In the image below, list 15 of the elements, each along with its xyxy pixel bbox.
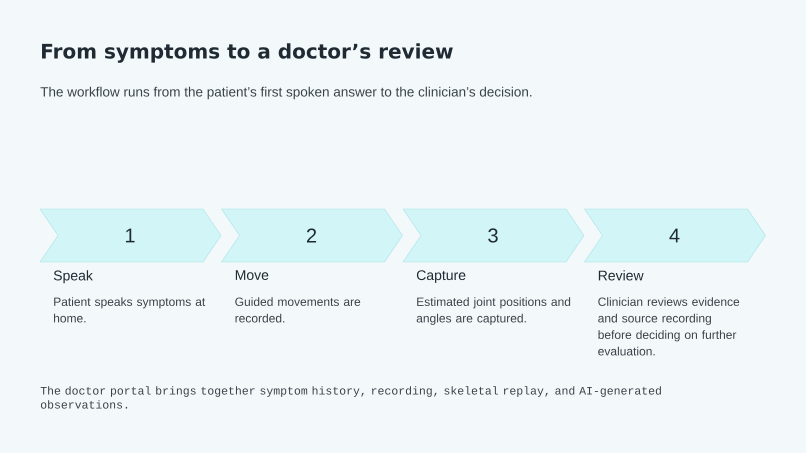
step-description: Estimated joint positions and angles are captured. xyxy=(416,297,570,325)
step-description: Clinician reviews evidence and source recording before deciding on further evaluation. xyxy=(598,297,740,356)
step-title: Move xyxy=(236,270,268,280)
chevron-step: 3 xyxy=(402,208,584,262)
title: From symptoms to a doctor’s review xyxy=(42,43,453,63)
footer-note: The doctor portal brings together symptom history, recording, skeletal replay, and AI-generated observations. xyxy=(40,386,661,409)
chevron-step: 2 xyxy=(220,208,403,262)
subtitle: The workflow runs from the patient’s first spoken answer to the clinician’s decision. xyxy=(40,86,532,100)
chevron-step: 4 xyxy=(584,208,766,262)
chevron-step: 1 xyxy=(39,208,222,262)
step-description: Patient speaks symptoms at home. xyxy=(54,297,206,322)
step-title: Capture xyxy=(416,270,466,283)
step-title: Speak xyxy=(54,270,93,284)
step-title: Review xyxy=(598,270,644,280)
step-description: Guided movements are recorded. xyxy=(235,297,360,322)
